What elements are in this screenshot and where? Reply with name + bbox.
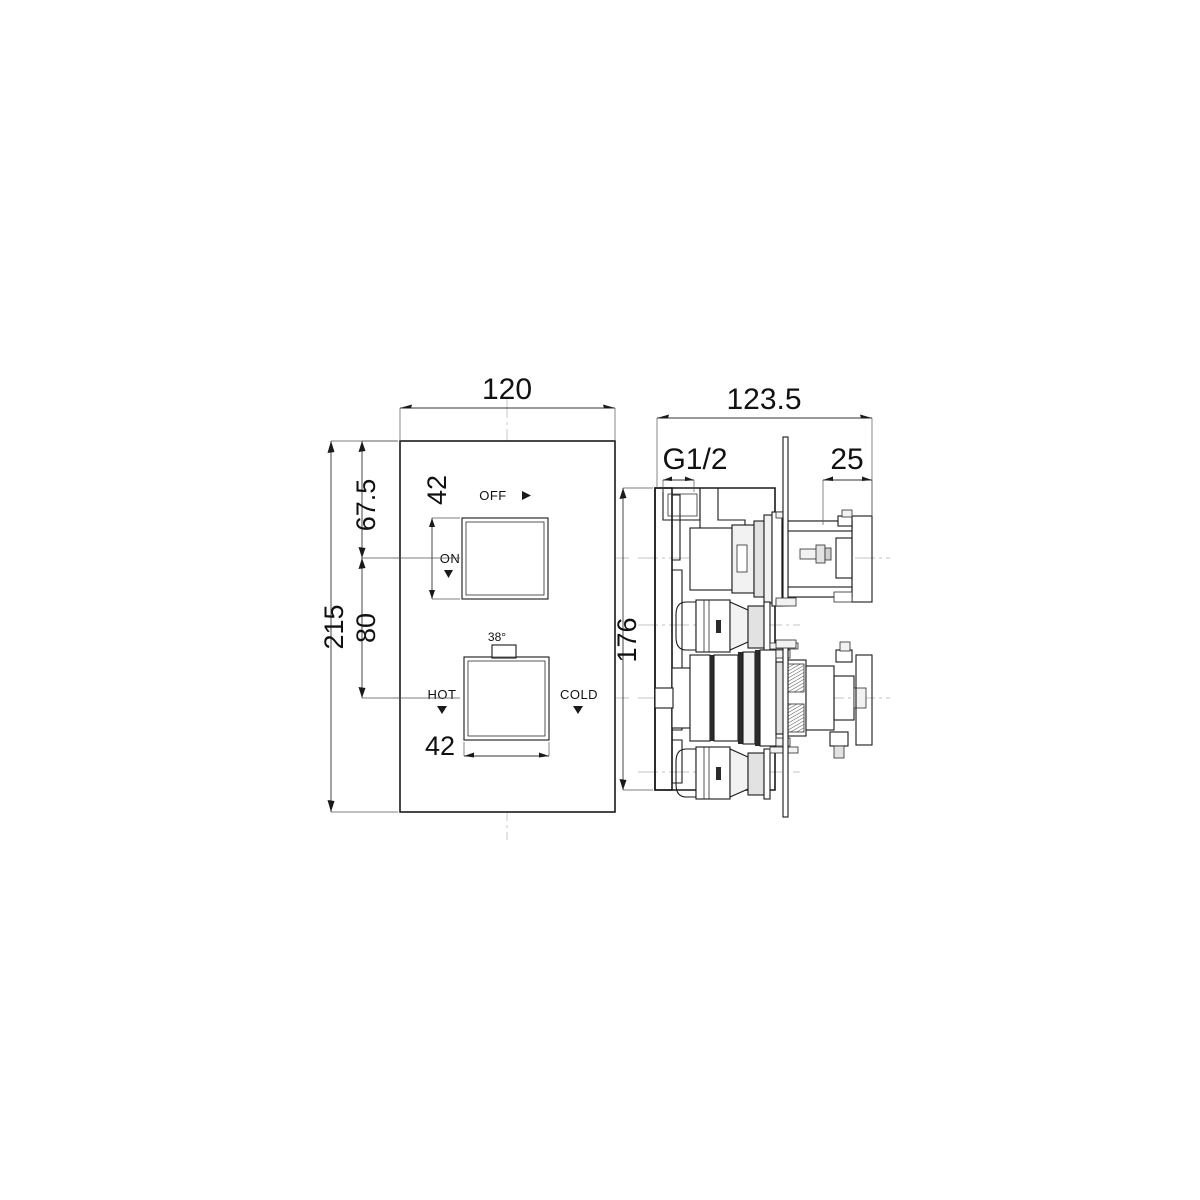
dimension-flow-to-temp-centre-label: 80 <box>351 613 381 643</box>
dimension-temp-handle-size-label: 42 <box>425 731 455 761</box>
hot-label: HOT <box>428 687 457 702</box>
flow-cartridge <box>689 511 789 607</box>
dimension-inlet-thread: G1/2 <box>662 443 728 492</box>
spring-stack <box>785 663 805 733</box>
wall-line <box>775 436 797 818</box>
face-plate-outline <box>399 440 616 813</box>
cold-label: COLD <box>560 687 598 702</box>
dimension-plate-width: 120 <box>399 373 616 441</box>
thermostatic-cartridge <box>654 649 785 747</box>
dimension-plate-width-label: 120 <box>482 373 532 406</box>
hot-arrow-icon <box>437 706 447 714</box>
dimension-top-to-flow-centre: 67.5 <box>351 440 460 559</box>
flow-control-handle[interactable] <box>461 517 549 600</box>
temperature-indicator-tab <box>491 644 517 659</box>
cross-section-view: 123.5 G1/2 25 <box>612 383 890 818</box>
lower-outlet-port <box>675 746 771 800</box>
dimension-spindle-projection-label: 25 <box>830 443 863 476</box>
dimension-body-height: 176 <box>612 487 653 791</box>
dimension-plate-height-label: 215 <box>319 604 349 649</box>
dimension-body-height-label: 176 <box>612 617 642 662</box>
cold-arrow-icon <box>573 706 583 714</box>
thermostatic-spindle-assembly <box>783 641 873 759</box>
on-label: ON <box>440 551 461 566</box>
front-elevation-view: 38° OFF ON HOT COLD 120 <box>319 373 632 840</box>
dimension-overall-depth-label: 123.5 <box>726 383 801 416</box>
on-arrow-icon <box>444 570 453 578</box>
dimension-flow-to-temp-centre: 80 <box>351 558 460 699</box>
temperature-control-handle[interactable] <box>463 644 550 741</box>
temperature-setpoint-label: 38° <box>488 630 506 644</box>
dimension-top-to-flow-centre-label: 67.5 <box>351 479 381 532</box>
dimension-flow-handle-size: 42 <box>422 475 460 600</box>
dimension-temp-handle-size: 42 <box>425 731 550 761</box>
dimension-spindle-projection: 25 <box>822 443 873 525</box>
upper-outlet-port <box>675 599 771 653</box>
dimension-inlet-thread-label: G1/2 <box>662 443 727 476</box>
flow-spindle-assembly <box>787 509 873 603</box>
off-label: OFF <box>479 488 507 503</box>
off-arrow-icon <box>522 491 531 500</box>
dimension-overall-depth: 123.5 <box>656 383 873 516</box>
dimension-flow-handle-size-label: 42 <box>422 475 452 505</box>
